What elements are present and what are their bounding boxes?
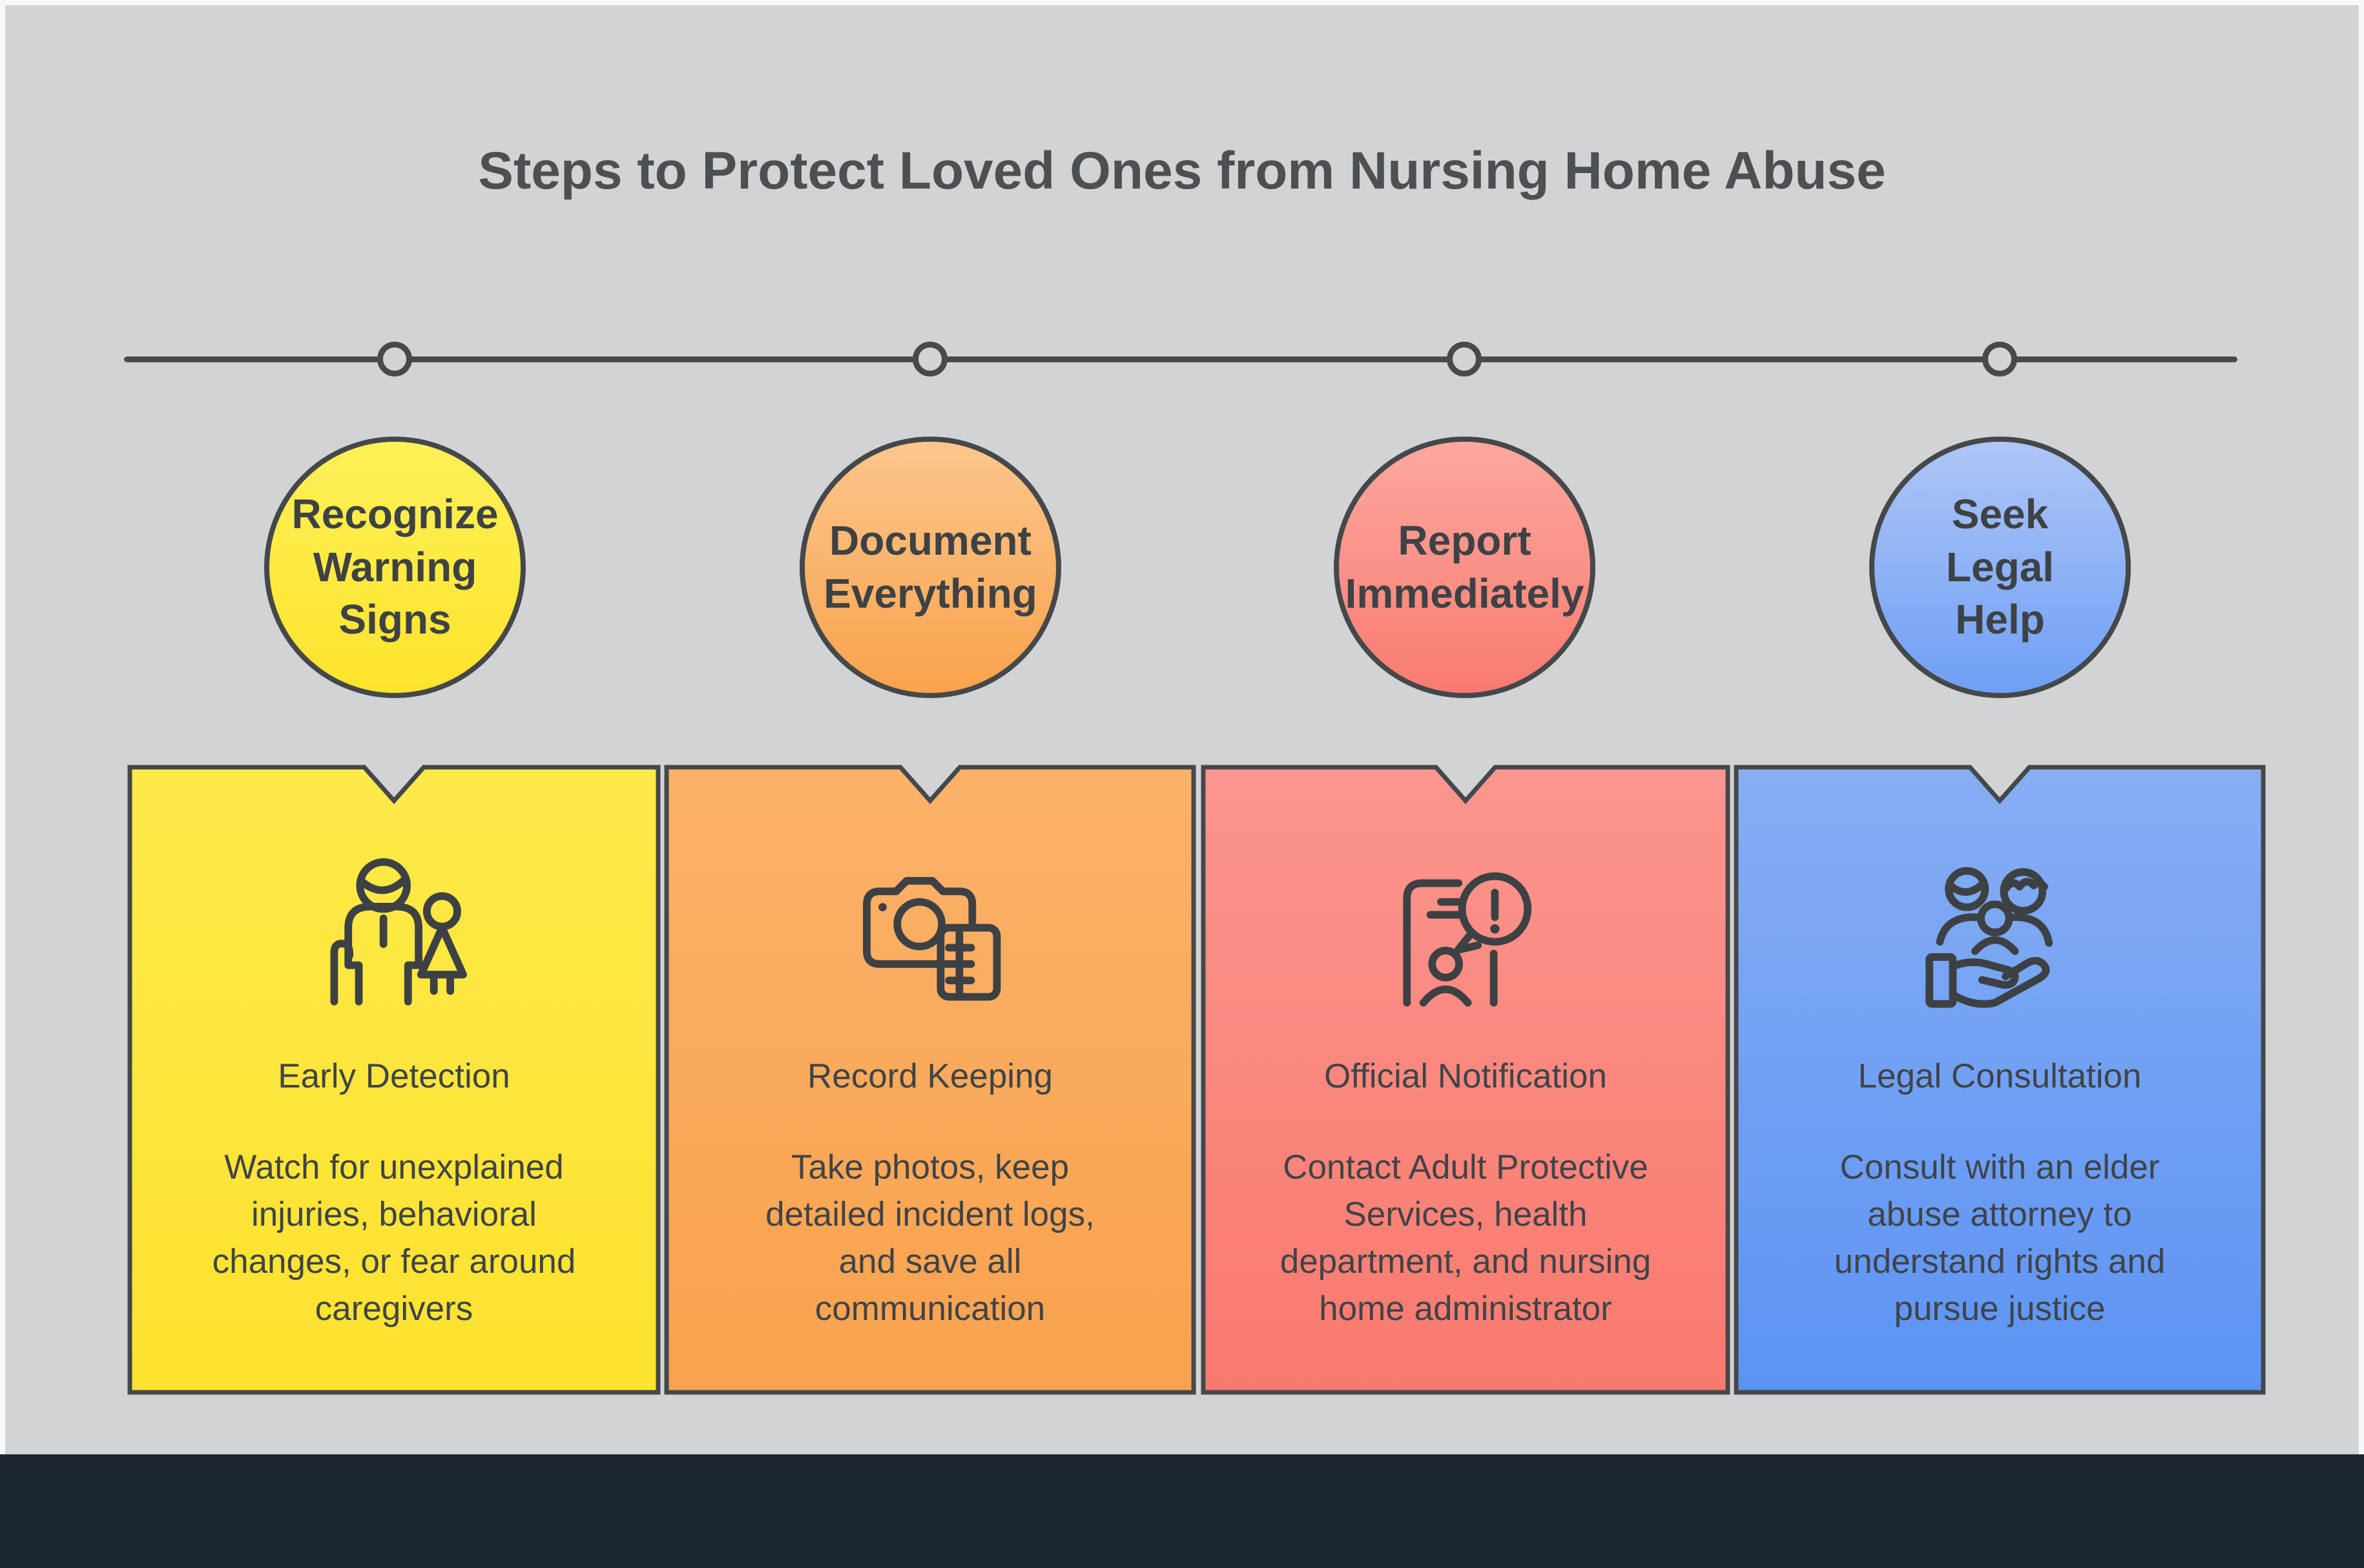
step-circle-label: Document Everything: [824, 517, 1037, 617]
card-background-shape: [664, 765, 1196, 1395]
card-content: Legal Consultation Consult with an elder…: [1734, 765, 2266, 1395]
step-card-official-notification: Official Notification Contact Adult Prot…: [1201, 765, 1730, 1395]
card-content: Official Notification Contact Adult Prot…: [1201, 765, 1730, 1395]
step-card-legal-consultation: Legal Consultation Consult with an elder…: [1734, 765, 2266, 1395]
step-circle-label: Recognize Warning Signs: [291, 490, 499, 643]
card-background-shape: [127, 765, 661, 1395]
card-background-shape: [1201, 765, 1730, 1395]
page-title: Steps to Protect Loved Ones from Nursing…: [478, 141, 1886, 200]
camera-notebook-icon: [854, 847, 1006, 1015]
step-circle-label: Report Immediately: [1345, 517, 1584, 617]
card-content: Record Keeping Take photos, keep detaile…: [664, 765, 1196, 1395]
step-circle-seek-legal-help: Seek Legal Help: [1869, 437, 2131, 698]
step-card-early-detection: Early Detection Watch for unexplained in…: [127, 765, 661, 1395]
card-title: Legal Consultation: [1858, 1057, 2142, 1095]
timeline-dot-3: [1447, 342, 1482, 377]
step-circle-label: Seek Legal Help: [1945, 490, 2055, 643]
step-circle-report-immediately: Report Immediately: [1334, 437, 1595, 698]
timeline-dot-4: [1982, 342, 2017, 377]
timeline-line: [124, 356, 2237, 362]
step-circle-document-everything: Document Everything: [800, 437, 1061, 698]
card-title: Early Detection: [278, 1057, 510, 1095]
card-title: Official Notification: [1324, 1057, 1607, 1095]
footer-bar: [0, 1454, 2364, 1568]
family-support-hand-icon: [1923, 847, 2076, 1015]
report-alert-icon: [1389, 847, 1542, 1015]
step-circle-recognize-warning-signs: Recognize Warning Signs: [264, 437, 526, 698]
card-body: Contact Adult Protective Services, healt…: [1280, 1148, 1652, 1328]
card-body: Take photos, keep detailed incident logs…: [765, 1148, 1095, 1328]
timeline-dot-1: [377, 342, 412, 377]
card-body: Consult with an elder abuse attorney to …: [1834, 1148, 2166, 1328]
card-body: Watch for unexplained injuries, behavior…: [212, 1148, 576, 1328]
card-background-shape: [1734, 765, 2266, 1395]
elderly-couple-icon: [318, 847, 470, 1015]
card-title: Record Keeping: [807, 1057, 1053, 1095]
card-content: Early Detection Watch for unexplained in…: [127, 765, 661, 1395]
timeline-dot-2: [913, 342, 948, 377]
step-card-record-keeping: Record Keeping Take photos, keep detaile…: [664, 765, 1196, 1395]
